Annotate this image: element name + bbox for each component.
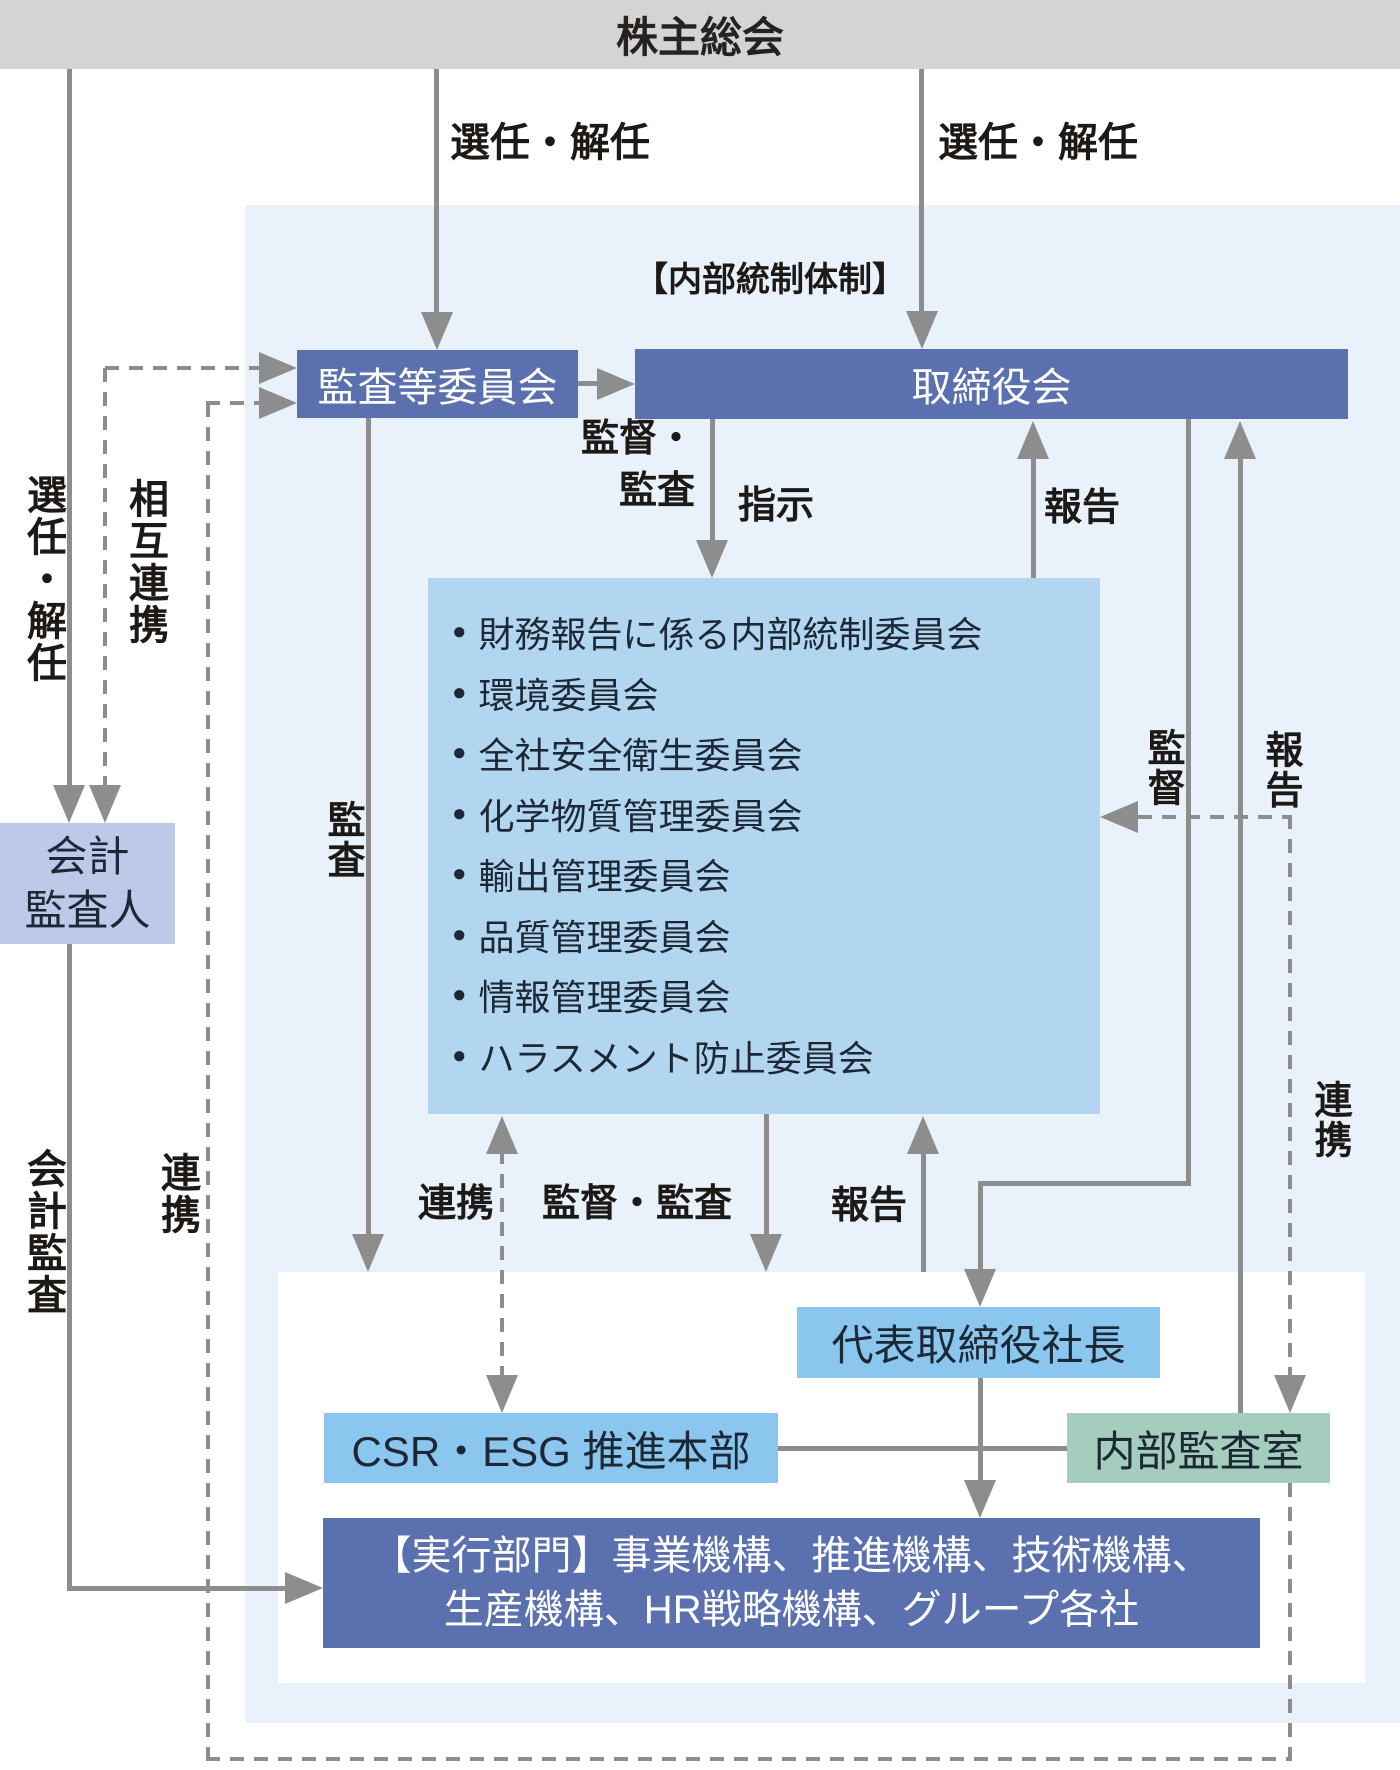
mutual-coop-horizontal [105, 366, 261, 370]
audit-committee-label: 監査等委員会 [317, 366, 558, 410]
mutual-coop-right-arrowhead [259, 352, 297, 384]
president-execution-line [978, 1378, 983, 1482]
supervise-audit-label-line2: 監査 [618, 470, 695, 512]
internal-control-committees-box: 財務報告に係る内部統制委員会 環境委員会 全社安全衛生委員会 化学物質管理委員会… [428, 578, 1100, 1114]
accounting-auditor-line1: 会計 [45, 832, 130, 880]
committee-item: ハラスメント防止委員会 [452, 1026, 1080, 1087]
coop-left-vertical [206, 403, 210, 1761]
mutual-coop-vertical [103, 368, 107, 785]
supervise-audit-label-line1: 監督・ [580, 418, 695, 460]
report-right-arrowhead [1224, 421, 1256, 459]
internal-audit-office-box: 内部監査室 [1067, 1413, 1330, 1483]
report-vertical-label: 報告 [1259, 730, 1301, 810]
supervise-elbow-vertical [1186, 419, 1191, 1184]
committee-item: 品質管理委員会 [452, 905, 1080, 966]
mutual-cooperation-label: 相互連携 [123, 478, 167, 646]
appoint-left-arrowhead [421, 312, 453, 350]
coop-right-left-arrowhead [1100, 801, 1138, 833]
instruct-label: 指示 [738, 485, 815, 527]
coop-right-vertical [1288, 815, 1292, 1375]
report-top-label: 報告 [1044, 487, 1121, 529]
supervise-audit-down-arrowhead [750, 1234, 782, 1272]
accounting-auditor-line2: 監査人 [24, 886, 151, 934]
appoint-dismiss-right-label: 選任・解任 [938, 121, 1138, 165]
committee-item: 化学物質管理委員会 [452, 784, 1080, 845]
appoint-right-arrowhead [906, 311, 938, 349]
csr-esg-label: CSR・ESG 推進本部 [351, 1427, 751, 1475]
internal-control-title: 【内部統制体制】 [634, 261, 906, 299]
committee-list: 財務報告に係る内部統制委員会 環境委員会 全社安全衛生委員会 化学物質管理委員会… [428, 578, 1100, 1086]
committee-item: 輸出管理委員会 [452, 844, 1080, 905]
cooperation-mid-label: 連携 [418, 1183, 495, 1225]
report-mid-arrowhead [907, 1116, 939, 1154]
report-top-arrowhead [1017, 421, 1049, 459]
report-top-line [1031, 455, 1036, 578]
instruct-arrowhead [696, 540, 728, 578]
coop-bottom-horizontal [206, 1757, 1292, 1761]
shareholders-meeting-bar: 株主総会 [0, 0, 1400, 69]
appoint-dismiss-left-label: 選任・解任 [450, 121, 650, 165]
appoint-left-line [434, 69, 439, 315]
report-right-line [1238, 455, 1243, 1413]
mutual-coop-down-arrowhead [89, 785, 121, 823]
coop-mid-vertical [500, 1150, 504, 1375]
supervise-elbow-arrowhead [964, 1269, 996, 1307]
president-box: 代表取締役社長 [797, 1307, 1160, 1378]
auditcmte-board-arrowhead [597, 368, 635, 400]
audit-down-line [366, 418, 371, 1236]
appoint-auditor-line [67, 69, 72, 789]
supervise-elbow-drop [978, 1181, 983, 1271]
president-label: 代表取締役社長 [831, 1322, 1126, 1369]
accounting-audit-vertical-label: 会計監査 [21, 1148, 65, 1316]
board-of-directors-label: 取締役会 [911, 366, 1072, 410]
instruct-line [710, 419, 715, 544]
accounting-audit-vertical-line [67, 944, 72, 1589]
appoint-auditor-arrowhead [53, 785, 85, 823]
supervise-audit-label: 監督・ 監査 [555, 413, 695, 517]
coop-internalaudit-bottom-vertical [1288, 1483, 1292, 1761]
accounting-audit-horizontal-line [67, 1586, 287, 1591]
csr-internalaudit-line [778, 1446, 1067, 1451]
cooperation-right-label: 連携 [1308, 1080, 1350, 1160]
execution-division-box: 【実行部門】事業機構、推進機構、技術機構、 生産機構、HR戦略機構、グループ各社 [323, 1518, 1260, 1648]
supervise-vertical-label: 監督 [1141, 728, 1183, 808]
shareholders-meeting-label: 株主総会 [615, 14, 784, 61]
audit-committee-box: 監査等委員会 [297, 350, 578, 418]
appoint-right-line [919, 69, 924, 312]
coop-right-down-arrowhead [1274, 1375, 1306, 1413]
execution-division-line2: 生産機構、HR戦略機構、グループ各社 [443, 1588, 1140, 1632]
appoint-dismiss-vertical-label: 選任・解任 [21, 474, 65, 684]
csr-esg-box: CSR・ESG 推進本部 [324, 1413, 778, 1483]
coop-left-arrowhead [259, 387, 297, 419]
coop-mid-down-arrowhead [486, 1375, 518, 1413]
committee-item: 環境委員会 [452, 663, 1080, 724]
supervise-audit-down-line [764, 1114, 769, 1236]
execution-division-line1: 【実行部門】事業機構、推進機構、技術機構、 [371, 1534, 1212, 1578]
committee-item: 全社安全衛生委員会 [452, 723, 1080, 784]
internal-audit-office-label: 内部監査室 [1093, 1427, 1304, 1475]
supervise-audit-mid-label: 監督・監査 [542, 1183, 733, 1225]
coop-right-horizontal [1138, 815, 1292, 819]
cooperation-left-label: 連携 [155, 1152, 199, 1236]
committee-item: 情報管理委員会 [452, 965, 1080, 1026]
coop-left-stub [206, 401, 261, 405]
board-of-directors-box: 取締役会 [635, 349, 1348, 419]
audit-vertical-label: 監査 [321, 800, 363, 880]
accounting-auditor-box: 会計 監査人 [0, 823, 175, 944]
report-mid-label: 報告 [831, 1185, 908, 1227]
coop-mid-up-arrowhead [486, 1116, 518, 1154]
auditcmte-board-line [578, 381, 608, 386]
report-mid-line [921, 1150, 926, 1272]
supervise-elbow-horizontal [978, 1181, 1191, 1186]
accounting-audit-arrowhead [285, 1572, 323, 1604]
president-execution-arrowhead [964, 1480, 996, 1518]
committee-item: 財務報告に係る内部統制委員会 [452, 602, 1080, 663]
audit-down-arrowhead [352, 1234, 384, 1272]
